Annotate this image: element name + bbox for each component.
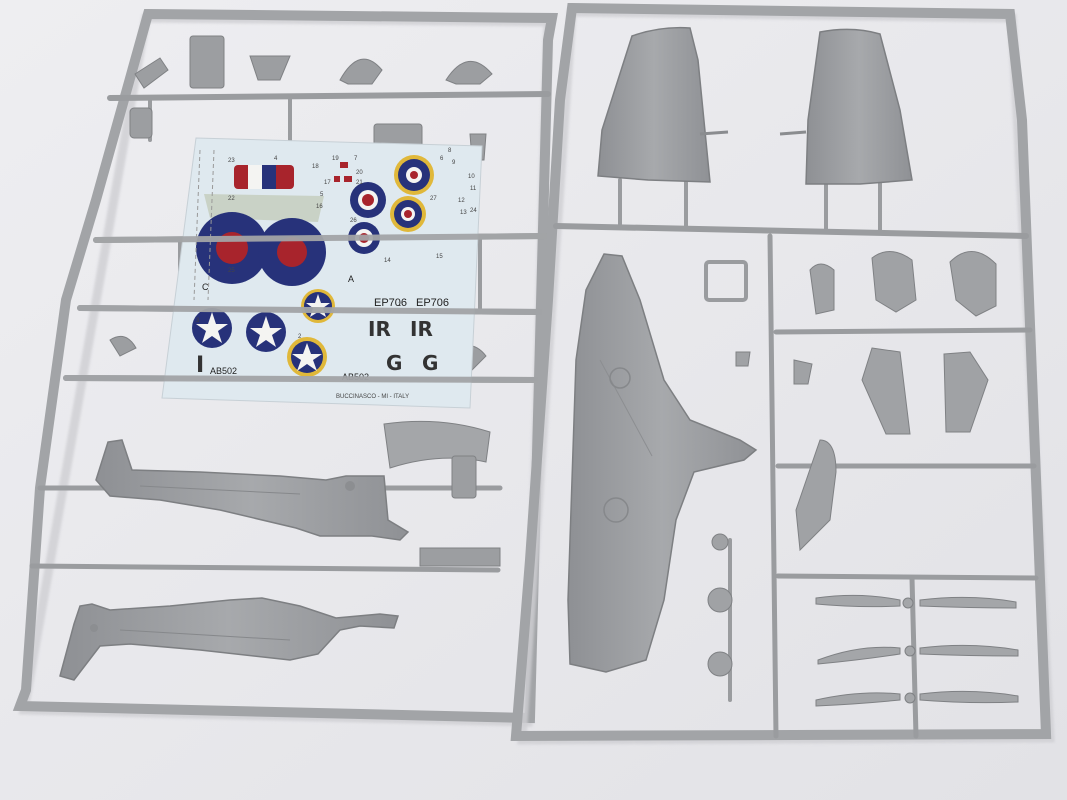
- fuselage-half-upper: [95, 439, 410, 541]
- decal-number: 18: [312, 164, 319, 170]
- decal-number: 26: [350, 218, 357, 224]
- decal-number: 12: [458, 198, 465, 204]
- decal-number: 9: [452, 160, 456, 166]
- decal-number: 11: [470, 186, 477, 192]
- decal-number: 6: [440, 156, 444, 162]
- right-sprue: [510, 2, 1055, 745]
- decal-number: 14: [384, 258, 391, 264]
- decal-number: 5: [320, 192, 324, 198]
- decal-number: 23: [228, 158, 235, 164]
- us-star-1: [192, 308, 232, 348]
- roundel-large-2: [258, 218, 326, 286]
- us-star-3: [301, 289, 335, 323]
- decal-number: 7: [354, 156, 358, 162]
- code-1: IR: [368, 317, 391, 341]
- decal-number: 15: [436, 254, 443, 260]
- code-3: G: [386, 351, 402, 375]
- code-2: IR: [410, 317, 433, 341]
- decal-number: 25: [228, 268, 235, 274]
- us-star-4: [287, 337, 327, 377]
- serial-4: AB502: [210, 366, 237, 376]
- decal-number: 8: [448, 148, 452, 154]
- decal-number: 4: [274, 156, 278, 162]
- decal-number: 1: [398, 302, 402, 308]
- right-small-parts: [704, 251, 997, 677]
- letter-c: C: [202, 282, 209, 292]
- brand-mark: I: [196, 353, 204, 378]
- decal-number: 16: [316, 204, 323, 210]
- decal-number: 19: [332, 156, 339, 162]
- code-4: G: [422, 351, 438, 375]
- decal-number: 21: [356, 180, 363, 186]
- decal-number: 3: [196, 318, 200, 324]
- letter-a: A: [348, 274, 354, 284]
- decal-number: 17: [324, 180, 331, 186]
- fuselage-half-lower: [59, 597, 400, 681]
- serial-2: EP706: [416, 297, 449, 309]
- roundel-yellow-1: [394, 155, 434, 195]
- serial-1: EP706: [374, 297, 407, 309]
- decal-number: 13: [460, 210, 467, 216]
- left-sprue: [12, 8, 558, 727]
- decal-number: 24: [470, 208, 477, 214]
- decal-number: 27: [430, 196, 437, 202]
- maker-line: BUCCINASCO - MI - ITALY: [336, 394, 409, 400]
- roundel-medium-1: [350, 182, 386, 218]
- roundel-yellow-2: [390, 196, 426, 232]
- propeller-blades: [815, 594, 1019, 707]
- decal-number: 20: [356, 170, 363, 176]
- decal-sheet: I EP706 EP706 AB502 AB502 IR IR G G A C …: [161, 137, 483, 409]
- wing-lower: [567, 253, 758, 673]
- fin-flash-decal: [234, 165, 294, 189]
- decal-number: 10: [468, 174, 475, 180]
- decal-number: 22: [228, 196, 235, 202]
- decal-number: 2: [298, 334, 302, 340]
- wing-upper-left: [597, 26, 729, 183]
- us-star-2: [246, 312, 286, 352]
- wing-upper-right: [779, 28, 913, 185]
